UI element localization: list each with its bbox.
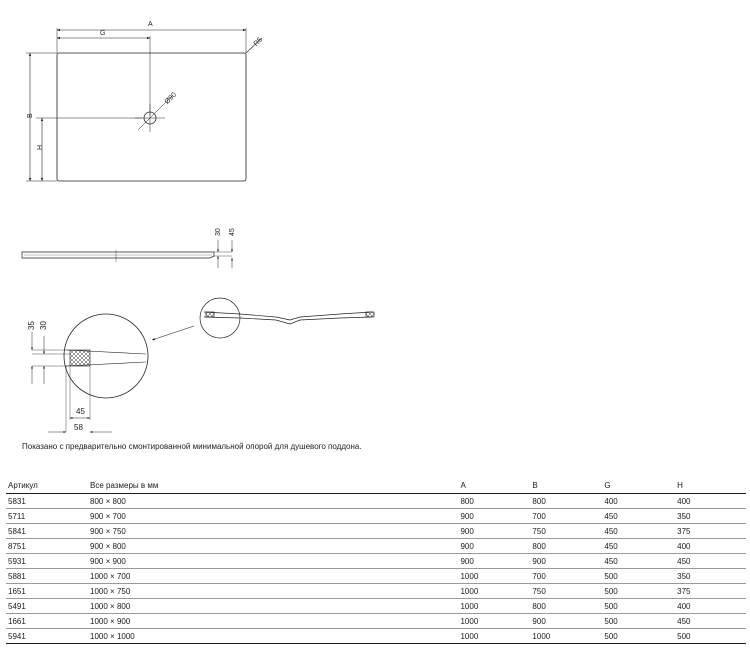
header-A: A (458, 478, 531, 494)
cell-a: 1000 (458, 613, 531, 629)
cell-a: 900 (458, 553, 531, 569)
cell-b: 1000 (530, 628, 603, 644)
cell-h: 375 (675, 583, 746, 599)
cell-article: 5711 (6, 508, 89, 524)
cell-h: 400 (675, 598, 746, 614)
technical-drawing: A G R5 B H Ø90 30 45 (21, 21, 375, 433)
cell-size: 800 × 800 (88, 493, 459, 509)
cell-size: 1000 × 1000 (88, 628, 459, 644)
label-detail-30: 30 (39, 321, 48, 330)
cell-size: 900 × 800 (88, 538, 459, 554)
label-detail-58: 58 (74, 423, 83, 432)
detail-small (151, 297, 375, 341)
cell-a: 1000 (458, 628, 531, 644)
header-all-sizes: Все размеры в мм (88, 478, 459, 494)
cell-g: 500 (602, 583, 676, 599)
cell-b: 700 (530, 508, 603, 524)
cell-article: 5931 (6, 553, 89, 569)
cell-b: 800 (530, 598, 603, 614)
cell-size: 900 × 700 (88, 508, 459, 524)
side-view (21, 240, 233, 268)
cell-size: 1000 × 700 (88, 568, 459, 584)
cell-article: 5841 (6, 523, 89, 539)
cell-article: 5831 (6, 493, 89, 509)
label-detail-45: 45 (76, 407, 85, 416)
label-B: B (27, 113, 34, 118)
cell-b: 750 (530, 583, 603, 599)
cell-g: 500 (602, 613, 676, 629)
label-side-45: 45 (229, 228, 236, 236)
cell-h: 400 (675, 493, 746, 509)
cell-article: 5491 (6, 598, 89, 614)
cell-g: 500 (602, 568, 676, 584)
cell-a: 900 (458, 523, 531, 539)
cell-size: 1000 × 900 (88, 613, 459, 629)
header-H: H (675, 478, 746, 494)
header-B: B (530, 478, 603, 494)
cell-g: 450 (602, 508, 676, 524)
cell-h: 450 (675, 553, 746, 569)
cell-a: 1000 (458, 583, 531, 599)
cell-g: 450 (602, 538, 676, 554)
label-A: A (148, 21, 153, 28)
cell-g: 500 (602, 598, 676, 614)
cell-b: 900 (530, 553, 603, 569)
cell-size: 1000 × 750 (88, 583, 459, 599)
detail-large (31, 313, 149, 433)
top-view (26, 28, 263, 182)
cell-h: 375 (675, 523, 746, 539)
cell-a: 800 (458, 493, 531, 509)
label-R5: R5 (253, 36, 264, 47)
cell-a: 1000 (458, 598, 531, 614)
cell-b: 800 (530, 493, 603, 509)
cell-g: 500 (602, 628, 676, 644)
cell-article: 1651 (6, 583, 89, 599)
label-G: G (100, 30, 105, 37)
label-detail-35: 35 (27, 321, 36, 330)
cell-a: 900 (458, 538, 531, 554)
cell-h: 350 (675, 568, 746, 584)
cell-article: 8751 (6, 538, 89, 554)
cell-h: 500 (675, 628, 746, 644)
cell-b: 800 (530, 538, 603, 554)
drawing-note: Показано с предварительно смонтированной… (22, 442, 362, 451)
header-article: Артикул (6, 478, 89, 494)
cell-h: 450 (675, 613, 746, 629)
cell-article: 5941 (6, 628, 89, 644)
cell-g: 450 (602, 523, 676, 539)
cell-article: 1661 (6, 613, 89, 629)
cell-size: 900 × 750 (88, 523, 459, 539)
cell-b: 900 (530, 613, 603, 629)
cell-a: 900 (458, 508, 531, 524)
cell-g: 400 (602, 493, 676, 509)
cell-h: 350 (675, 508, 746, 524)
tray-outline (56, 52, 247, 182)
table-header-row: Артикул Все размеры в мм A B G H (6, 478, 746, 494)
label-H: H (37, 145, 44, 150)
cell-g: 450 (602, 553, 676, 569)
cell-a: 1000 (458, 568, 531, 584)
cell-h: 400 (675, 538, 746, 554)
cell-size: 1000 × 800 (88, 598, 459, 614)
cell-b: 750 (530, 523, 603, 539)
cell-size: 900 × 900 (88, 553, 459, 569)
label-drain: Ø90 (164, 91, 178, 105)
header-G: G (602, 478, 676, 494)
label-side-30: 30 (215, 228, 222, 236)
cell-b: 700 (530, 568, 603, 584)
cell-article: 5881 (6, 568, 89, 584)
